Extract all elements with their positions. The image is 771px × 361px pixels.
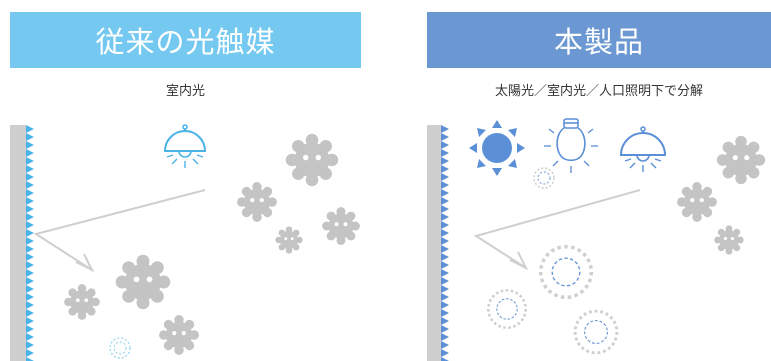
left-light-source-label: 室内光	[165, 84, 205, 99]
germ-icon	[115, 254, 171, 310]
right-panel	[427, 118, 766, 361]
light-ray-arrow	[473, 189, 641, 271]
right-light-source-label: 太陽光／室内光／人口照明下で分解	[494, 84, 703, 99]
sun-icon	[469, 120, 525, 176]
germ-icon	[237, 182, 277, 222]
germ-icon	[159, 315, 199, 355]
conventional-photocatalyst-title: 従来の光触媒	[95, 25, 276, 59]
decomposed-germ-icon	[538, 244, 594, 300]
germ-icon	[677, 182, 717, 222]
light-bulb-icon	[544, 118, 598, 173]
right-wall	[427, 125, 441, 361]
germ-icon	[322, 207, 360, 245]
conventional-photocatalyst-header: 従来の光触媒	[10, 12, 361, 68]
this-product-header: 本製品	[427, 12, 771, 68]
right-photocatalyst-coating	[441, 125, 449, 361]
germ-icon	[716, 135, 766, 185]
decomposed-germ-icon	[487, 289, 527, 329]
germ-icon	[64, 284, 100, 320]
germ-icon	[714, 225, 744, 255]
light-ray-arrow	[33, 189, 206, 273]
decomposed-germ-icon	[573, 309, 619, 355]
germ-icon	[285, 133, 339, 187]
ceiling-lamp-icon	[619, 126, 667, 172]
germ-icon	[275, 226, 303, 254]
decomposed-germ-icon	[533, 167, 555, 189]
decomposed-germ-icon	[109, 337, 131, 359]
this-product-title: 本製品	[553, 25, 644, 59]
left-wall	[10, 125, 26, 361]
left-panel	[10, 124, 360, 361]
left-photocatalyst-coating	[26, 125, 34, 361]
ceiling-lamp-icon	[164, 124, 206, 169]
